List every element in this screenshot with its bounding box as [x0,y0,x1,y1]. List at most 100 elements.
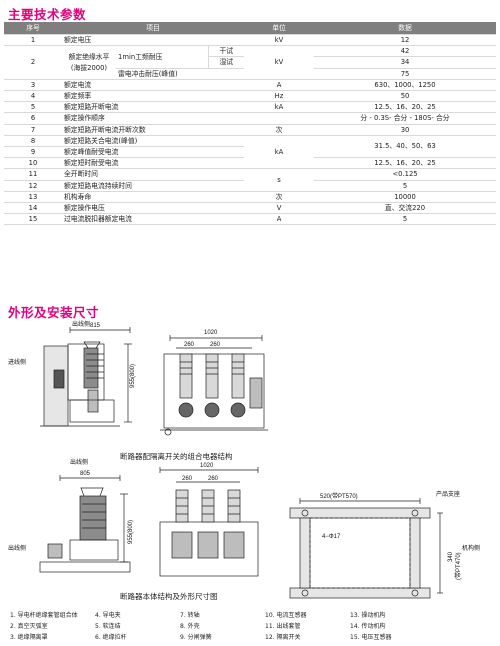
row-item: 额定短路电流持续时间 [62,180,245,192]
label-out-side-top: 出线侧 [72,320,90,328]
table-row: 15 过电流脱扣器额定电流 A 5 [4,213,497,226]
row-no: 11 [4,168,62,181]
row-item: 额定短路开断电流 [62,101,245,114]
legend-item: 5. 软连结 [95,623,121,630]
drawing-top-right [160,335,268,436]
drawing-mount-plate [289,498,443,599]
label-520: 520(带PT570) [320,492,358,500]
row-unit: 次 [244,124,315,136]
row-value: 分 - 0.3S- 合分 - 180S- 合分 [314,112,497,125]
label-1020-top: 1020 [204,330,218,336]
table-row: 12 额定短路电流持续时间 5 [4,180,497,192]
table-row: 14 额定操作电压 V 直、交流220 [4,202,497,215]
row-value: <0.125 [314,168,497,181]
technical-drawing: 出线侧 815 进线侧 955(800) 1020 260 260 出线侧 80… [8,320,480,599]
label-out-side-bottom: 出线侧 [70,458,88,466]
row-no: 5 [4,101,62,114]
row-no: 12 [4,180,62,192]
caption-bottom-drawing: 断路器本体结构及外形尺寸图 [120,592,218,601]
drawing-bottom-left [39,475,131,573]
col-header-item: 项目 [62,22,245,35]
altitude-label: (海拔2000) [70,63,108,72]
row-value: 5 [314,213,497,226]
row-unit: Hz [244,90,315,103]
table-row: 10 额定短时耐受电流 12.5、16、20、25 [4,157,497,170]
label-in-side-top: 进线侧 [8,358,26,366]
row-unit: V [244,202,315,215]
row-value: 50 [314,90,497,103]
label-pt470: (带PT470) [454,552,462,580]
drawing-bottom-mid [159,467,259,577]
row-no: 15 [4,213,62,226]
label-260-bottom-a: 260 [182,476,193,482]
row-unit: kA [244,135,315,170]
label-340: 340 [448,551,454,562]
label-out-side-left: 出线侧 [8,544,26,552]
row-value: 42 [314,45,497,58]
table-row: 湿试 34 [4,56,497,69]
row-condition: 湿试 [207,56,245,69]
row-value: 12.5、16、20、25 [314,157,497,170]
row-group: 额定绝缘水平 (海拔2000) [62,45,116,80]
insulation-level-label: 额定绝缘水平 [68,52,110,61]
label-955-bottom: 955(800) [128,520,134,544]
dims-section-title: 外形及安装尺寸 [8,305,100,320]
row-no: 14 [4,202,62,215]
col-header-unit: 单位 [244,22,315,35]
row-unit: s [244,168,315,192]
row-item: 额定峰值耐受电流 [62,146,245,159]
row-item: 额定频率 [62,90,245,103]
legend-item: 15. 电压互感器 [350,634,392,641]
row-value: 直、交流220 [314,202,497,215]
label-955-top: 955(800) [130,364,136,388]
row-unit: kA [244,101,315,114]
row-no: 10 [4,157,62,170]
legend-item: 1. 导电杆绝缘套管组合体 [10,612,78,619]
legend-item: 10. 电流互感器 [265,612,307,619]
row-value: 5 [314,180,497,192]
row-no: 7 [4,124,62,136]
spec-section-title: 主要技术参数 [8,7,87,22]
parts-legend: 1. 导电杆绝缘套管组合体 4. 导电夹 7. 转轴 10. 电流互感器 13.… [10,610,496,641]
row-no: 6 [4,112,62,125]
row-no: 13 [4,191,62,204]
legend-item: 2. 真空灭弧室 [10,623,48,630]
row-value: 75 [314,68,497,80]
row-no: 2 [4,45,62,80]
legend-item: 12. 隔离开关 [265,634,301,641]
row-item: 全开断时间 [62,168,245,181]
row-value: 30 [314,124,497,136]
legend-item: 11. 出线套管 [265,623,301,630]
legend-item: 8. 外壳 [180,623,200,630]
row-item: 机构寿命 [62,191,245,204]
col-header-data: 数据 [314,22,497,35]
table-row: 雷电冲击耐压(峰值) 75 [4,68,497,80]
caption-top-drawing: 断路器配隔离开关的组合电器结构 [120,452,233,461]
row-sub-item: 雷电冲击耐压(峰值) [116,68,245,80]
label-260-top-a: 260 [184,342,195,348]
row-sub-item: 1min工频耐压 [116,45,208,69]
row-condition: 干试 [207,45,245,58]
table-header-row: 序号 项目 单位 数据 [4,22,497,35]
row-value: 10000 [314,191,497,204]
row-item: 额定短时耐受电流 [62,157,245,170]
label-260-bottom-b: 260 [208,476,219,482]
label-1020-bottom: 1020 [200,463,214,469]
row-item: 额定短路开断电流开断次数 [62,124,245,136]
table-row: 11 全开断时间 s <0.125 [4,168,497,192]
legend-item: 13. 操动机构 [350,612,386,619]
row-item: 过电流脱扣器额定电流 [62,213,245,226]
table-row: 2 额定绝缘水平 (海拔2000) 1min工频耐压 干试 kV 42 [4,45,497,80]
row-value: 31.5、40、50、63 [314,135,497,159]
row-unit [244,112,315,125]
table-row: 5 额定短路开断电流 kA 12.5、16、20、25 [4,101,497,114]
table-row: 6 额定操作顺序 分 - 0.3S- 合分 - 180S- 合分 [4,112,497,125]
row-no: 3 [4,79,62,92]
legend-item: 9. 分闸弹簧 [180,634,212,641]
row-no: 1 [4,34,62,47]
spec-table: 序号 项目 单位 数据 1 额定电压 kV 12 2 额定绝缘水平 (海拔200… [4,22,497,226]
table-row: 8 额定短路关合电流(峰值) kA 31.5、40、50、63 [4,135,497,170]
row-no: 8 [4,135,62,148]
table-row: 1 额定电压 kV 12 [4,34,497,47]
table-row: 3 额定电流 A 630、1000、1250 [4,79,497,92]
